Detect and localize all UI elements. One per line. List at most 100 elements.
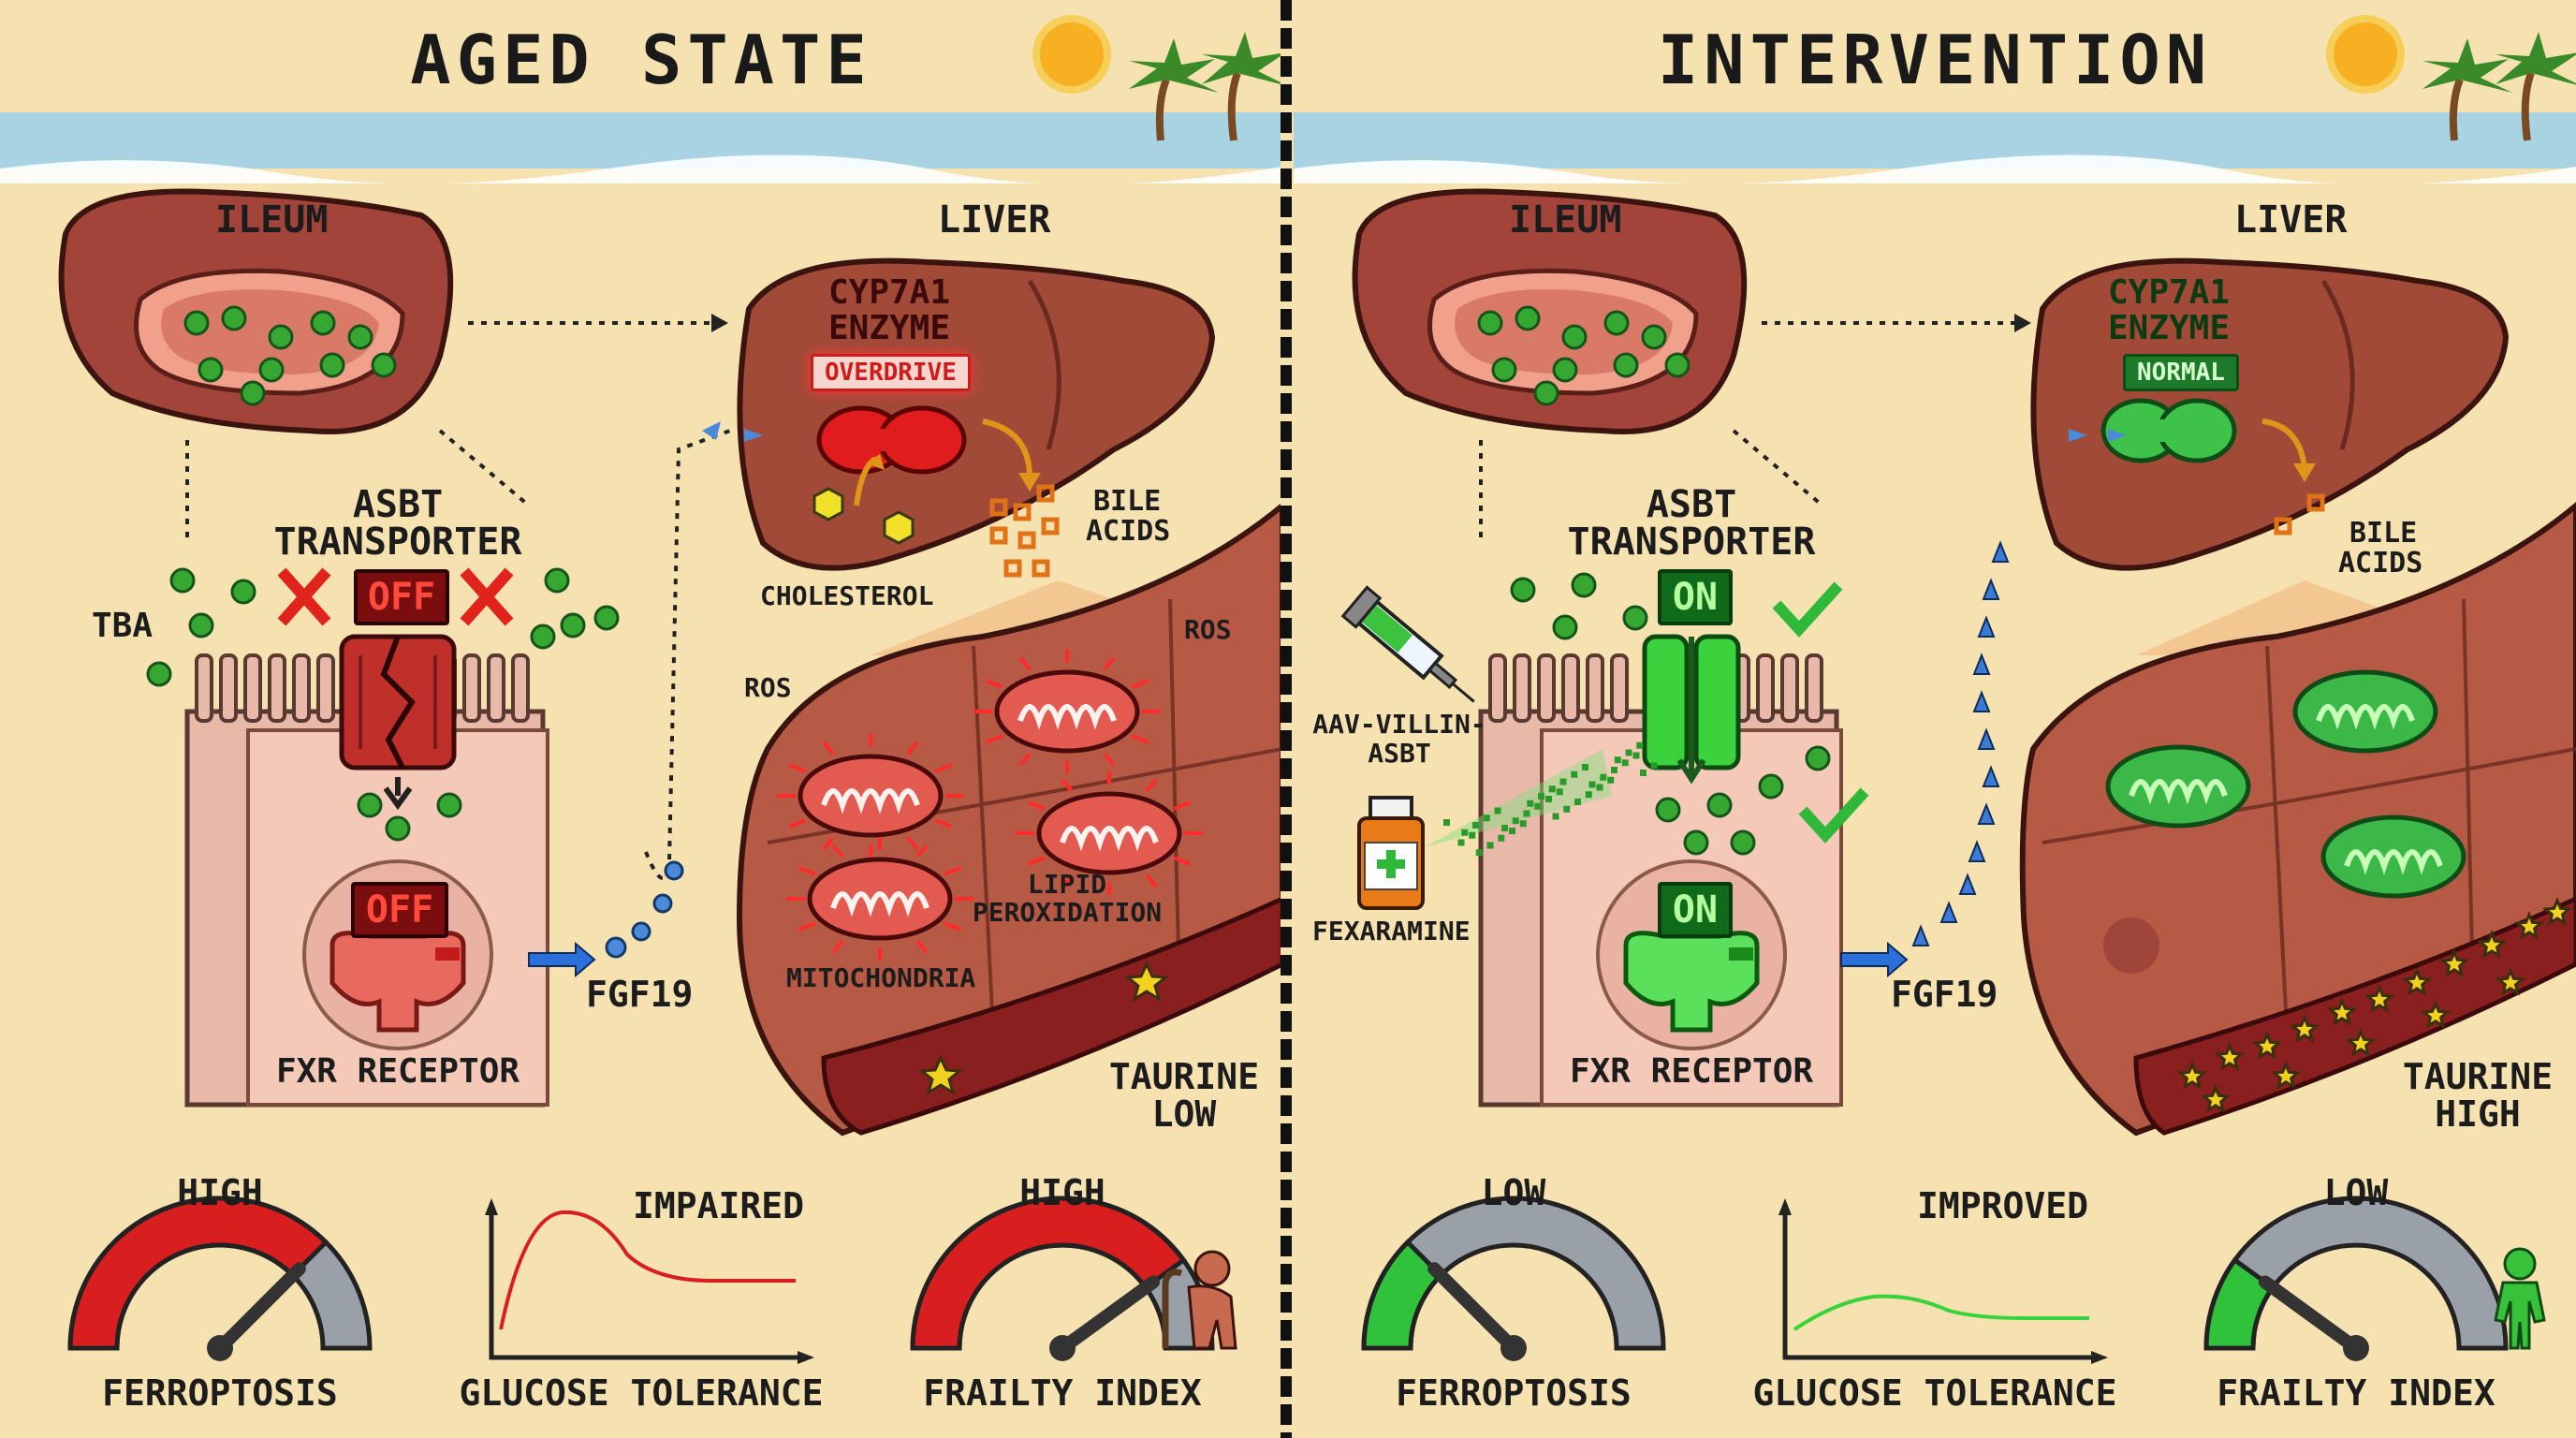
villus	[219, 653, 238, 723]
damaged-mitochondrion-icon	[786, 837, 973, 961]
enzyme-label-line1: CYP7A1	[2107, 273, 2231, 312]
gauge	[910, 1196, 1215, 1361]
bile-acids-label-line1: BILE	[1093, 485, 1162, 518]
bile-acids-label-line1: BILE	[2349, 517, 2418, 550]
spray-particle	[1607, 776, 1615, 784]
spray-particle	[1501, 825, 1508, 831]
star-icon	[2251, 1031, 2283, 1060]
fexaramine-label: FEXARAMINE	[1312, 916, 1471, 946]
liver-label: LIVER	[2234, 198, 2348, 242]
damaged-mitochondrion-icon	[973, 650, 1161, 773]
bile-acid-dot	[1552, 357, 1578, 383]
lipid-peroxidation-label-line2: PEROXIDATION	[972, 897, 1163, 928]
fgf19-arrow	[1977, 727, 1996, 750]
bile-acid-dot	[1758, 773, 1784, 800]
villus	[1488, 653, 1507, 723]
gauge-needle	[2258, 1275, 2363, 1355]
fgf19-arrow	[1968, 840, 1986, 862]
star-icon	[2200, 1084, 2232, 1113]
frailty-level-label: LOW	[2323, 1172, 2389, 1213]
cross-mark-icon	[277, 567, 514, 626]
villus	[1586, 653, 1604, 723]
spray-particle	[1527, 800, 1534, 807]
taurine-label-line1: TAURINE	[2402, 1056, 2554, 1097]
spray-particle	[1475, 849, 1483, 857]
sun-icon	[2326, 15, 2405, 94]
medicine-bottle-icon	[1357, 796, 1425, 910]
frailty-index-label: FRAILTY INDEX	[2217, 1372, 2496, 1414]
spray-particle	[1498, 834, 1505, 842]
ferroptosis-label: FERROPTOSIS	[1396, 1372, 1632, 1414]
ileum-label: ILEUM	[1509, 198, 1622, 242]
ileum-label: ILEUM	[215, 198, 329, 242]
cane-icon	[1162, 1269, 1183, 1348]
star-icon	[2176, 1061, 2208, 1090]
spray-particle	[1625, 749, 1632, 756]
star-icon	[918, 961, 1169, 1096]
bile-acid-dot	[198, 357, 224, 383]
enzyme-label-line1: CYP7A1	[827, 273, 951, 312]
fgf19-arrow	[1982, 765, 2000, 787]
aav-villin-asbt-label-line1: AAV-VILLIN-	[1312, 709, 1486, 740]
fxr-receptor-label: FXR RECEPTOR	[275, 1052, 520, 1091]
ferroptosis-level-label: HIGH	[177, 1172, 263, 1213]
bile-acid-dot	[1805, 745, 1831, 771]
villus	[292, 653, 311, 723]
spray-particle	[1556, 788, 1563, 796]
ros-label: ROS	[1184, 614, 1232, 645]
ferroptosis-label: FERROPTOSIS	[102, 1372, 338, 1414]
spray-particle	[1559, 778, 1567, 785]
bile-acid-dot	[258, 357, 285, 383]
star-icon	[2476, 930, 2508, 959]
villus	[462, 653, 481, 723]
bile-acid-dot	[1571, 572, 1597, 598]
fgf19-arrow	[1982, 578, 2000, 600]
asbt-transporter-active-icon	[1642, 634, 1741, 770]
bile-acid-dot	[188, 612, 214, 638]
star-icon	[2541, 897, 2573, 926]
spray-particle	[1538, 793, 1544, 800]
bile-acid-dot	[1603, 310, 1630, 336]
bile-acid-dot	[1491, 357, 1517, 383]
gauge-needle	[1427, 1262, 1520, 1355]
bile-acid-dot	[530, 624, 556, 650]
star-icon	[2513, 911, 2545, 940]
asbt-label-line1: ASBT	[352, 483, 444, 526]
damaged-mitochondrion-icon	[777, 734, 964, 858]
bile-acid-dot	[1477, 310, 1503, 336]
liver-organ-illustration	[2030, 257, 2510, 571]
fgf19-label: FGF19	[586, 974, 694, 1015]
taurine-label-line2: LOW	[1151, 1093, 1217, 1135]
glucose-tolerance-label: GLUCOSE TOLERANCE	[459, 1372, 824, 1414]
bile-acid-dot	[1561, 324, 1588, 350]
bile-acid-dot	[347, 324, 373, 350]
fgf19-arrow	[1991, 540, 2010, 563]
tba-label: TBA	[92, 607, 154, 645]
spray-particle	[1636, 741, 1644, 749]
star-icon	[2326, 997, 2358, 1026]
spray-particle	[1640, 770, 1647, 776]
gauge-needle	[1056, 1275, 1161, 1355]
palm-tree-icon	[2449, 71, 2535, 141]
bile-acids-label-line2: ACIDS	[1086, 515, 1171, 548]
healthy-mitochondrion-icon	[2320, 814, 2466, 899]
palm-tree-icon	[1155, 71, 1241, 141]
villus	[316, 653, 335, 723]
glucose-status-label: IMPROVED	[1917, 1185, 2089, 1226]
fxr-receptor-active-icon	[1623, 931, 1760, 1033]
bile-acid-dot	[560, 612, 586, 638]
villus	[1561, 653, 1580, 723]
spray-particle	[1519, 820, 1527, 828]
gauge-needle	[213, 1262, 306, 1355]
star-icon	[2270, 1061, 2302, 1090]
bile-acid-dot	[593, 605, 620, 631]
spray-particle	[1472, 822, 1479, 829]
bile-acids-label-line2: ACIDS	[2338, 547, 2423, 580]
ros-label: ROS	[744, 672, 792, 703]
glucose-status-label: IMPAIRED	[633, 1185, 805, 1226]
spray-particle	[1548, 785, 1556, 793]
villus	[268, 653, 286, 723]
spray-particle	[1588, 781, 1596, 788]
intervention-panel: INTERVENTION ILEUM LIVER CYP7A1 ENZYME N…	[1294, 0, 2576, 1438]
star-icon	[2495, 967, 2526, 996]
